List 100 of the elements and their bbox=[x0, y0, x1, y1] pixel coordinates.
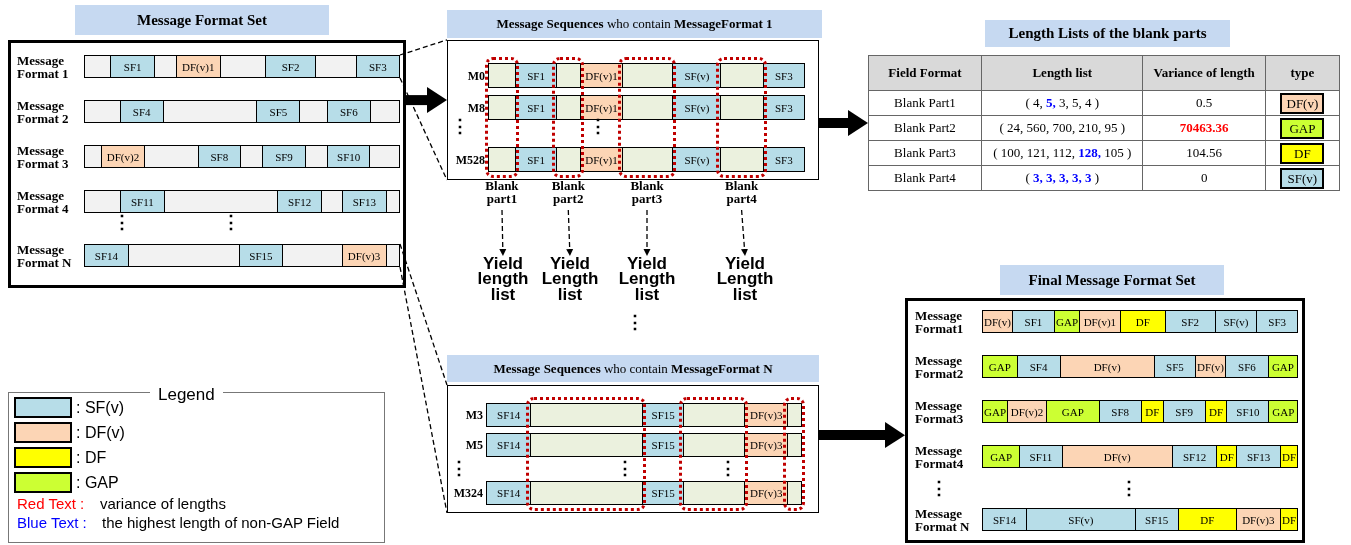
static-field: SF4 bbox=[119, 101, 163, 122]
static-field: SF8 bbox=[197, 146, 240, 167]
ellipsis-mark: ⋮ bbox=[450, 459, 468, 477]
unknown-field bbox=[85, 101, 120, 122]
static-field: SF13 bbox=[1236, 446, 1280, 467]
static-field: SF12 bbox=[1171, 446, 1217, 467]
row-label: Message Format3 bbox=[915, 398, 965, 425]
blank-field bbox=[556, 96, 581, 119]
variable-field: DF(v)2 bbox=[1007, 401, 1047, 422]
panel-title: Message Format Set bbox=[75, 5, 329, 35]
unknown-field bbox=[299, 101, 327, 122]
row-label: Message Format 2 bbox=[17, 98, 70, 125]
blank-field bbox=[683, 434, 745, 456]
blank-field bbox=[787, 404, 801, 426]
static-field: SF14 bbox=[85, 245, 128, 266]
static-field: SF12 bbox=[277, 191, 321, 212]
blank-field bbox=[530, 482, 642, 504]
column-header: Variance of length bbox=[1143, 55, 1266, 91]
blank-field bbox=[787, 434, 801, 456]
blank-field bbox=[720, 148, 763, 171]
variable-field: DF(v) bbox=[1061, 446, 1172, 467]
unknown-field bbox=[153, 56, 176, 77]
blank-field bbox=[621, 64, 673, 87]
dynamic-field: DF bbox=[1140, 401, 1163, 422]
ellipsis-mark: ⋮ bbox=[719, 459, 737, 477]
blank-field bbox=[720, 96, 763, 119]
ellipsis-mark: ⋮ bbox=[222, 213, 240, 231]
type-tag: GAP bbox=[1280, 117, 1325, 139]
part-label: Blank part4 bbox=[723, 179, 760, 205]
unknown-field bbox=[85, 146, 101, 167]
table-cell: Blank Part2 bbox=[868, 115, 982, 141]
blank-field bbox=[530, 434, 642, 456]
row-label: Message Format 1 bbox=[17, 53, 70, 80]
arrow bbox=[643, 209, 651, 256]
panel-title: Final Message Format Set bbox=[1000, 265, 1224, 295]
static-field: SF(v) bbox=[1214, 311, 1257, 332]
panel-title: Message Sequences who contain MessageFormat N bbox=[447, 355, 819, 382]
ellipsis-mark: ⋮ bbox=[930, 479, 948, 497]
table-cell: Blank Part4 bbox=[868, 165, 982, 191]
static-field: SF2 bbox=[265, 56, 316, 77]
dynamic-field: DF bbox=[1119, 311, 1165, 332]
legend-label: : DF(v) bbox=[76, 423, 125, 442]
static-field: SF13 bbox=[342, 191, 386, 212]
static-field: SF3 bbox=[355, 56, 399, 77]
table-cell: ( 24, 560, 700, 210, 95 ) bbox=[981, 115, 1143, 141]
gap-field: GAP bbox=[1054, 311, 1080, 332]
static-field: SF3 bbox=[762, 64, 804, 87]
table-cell: 104.56 bbox=[1143, 140, 1266, 166]
static-field: SF(v) bbox=[672, 64, 721, 87]
row-label: Message Format1 bbox=[915, 308, 965, 335]
row-label: M8 bbox=[467, 101, 485, 114]
static-field: SF10 bbox=[1226, 401, 1269, 422]
row-label: Message Format2 bbox=[915, 353, 965, 380]
static-field: SF11 bbox=[1019, 446, 1062, 467]
blank-field bbox=[621, 148, 673, 171]
variable-field: DF(v)3 bbox=[1235, 509, 1280, 530]
unknown-field bbox=[85, 191, 121, 212]
blank-field bbox=[556, 148, 581, 171]
static-field: SF9 bbox=[262, 146, 305, 167]
row-label: M5 bbox=[465, 439, 483, 451]
row-label: M0 bbox=[467, 69, 485, 82]
gap-field: GAP bbox=[983, 356, 1017, 377]
dynamic-field: DF bbox=[1204, 401, 1227, 422]
table-cell: 0.5 bbox=[1143, 90, 1266, 116]
static-field: SF14 bbox=[487, 434, 531, 456]
table-cell: ( 4, 5, 3, 5, 4 ) bbox=[981, 90, 1143, 116]
table-cell: ( 3, 3, 3, 3, 3 ) bbox=[981, 165, 1143, 191]
blank-field bbox=[489, 148, 515, 171]
table-cell: 70463.36 bbox=[1143, 115, 1266, 141]
unknown-field bbox=[127, 245, 239, 266]
table-cell: ( 100, 121, 112, 128, 105 ) bbox=[981, 140, 1143, 166]
static-field: SF14 bbox=[487, 482, 531, 504]
unknown-field bbox=[369, 101, 400, 122]
panel-title: Message Sequences who contain MessageFormat 1 bbox=[447, 10, 822, 38]
static-field: SF5 bbox=[256, 101, 300, 122]
unknown-field bbox=[144, 146, 198, 167]
legend-title: Legend bbox=[150, 385, 223, 405]
unknown-field bbox=[315, 56, 356, 77]
static-field: SF(v) bbox=[1026, 509, 1135, 530]
table-cell: Blank Part1 bbox=[868, 90, 982, 116]
ellipsis-mark: ⋮ bbox=[626, 313, 644, 331]
variable-field: DF(v)3 bbox=[744, 404, 788, 426]
legend-key: Red Text : bbox=[17, 495, 85, 512]
arrow bbox=[819, 110, 868, 136]
unknown-field bbox=[162, 101, 257, 122]
static-field: SF14 bbox=[487, 404, 531, 426]
static-field: SF3 bbox=[1256, 311, 1297, 332]
gap-field: GAP bbox=[1268, 401, 1298, 422]
blank-field bbox=[787, 482, 801, 504]
part-label: Blank part3 bbox=[629, 179, 665, 205]
legend-label: : SF(v) bbox=[76, 398, 124, 417]
row-label: Message Format N bbox=[17, 242, 73, 269]
result-text: Yield Length list bbox=[612, 256, 682, 302]
row-label: Message Format N bbox=[915, 506, 971, 533]
static-field: SF1 bbox=[1011, 311, 1055, 332]
type-tag: DF(v) bbox=[1280, 92, 1325, 114]
variable-field: DF(v)3 bbox=[341, 245, 386, 266]
row-label: Message Format 3 bbox=[17, 143, 70, 170]
gap-field: GAP bbox=[983, 446, 1020, 467]
gap-field: GAP bbox=[983, 401, 1007, 422]
